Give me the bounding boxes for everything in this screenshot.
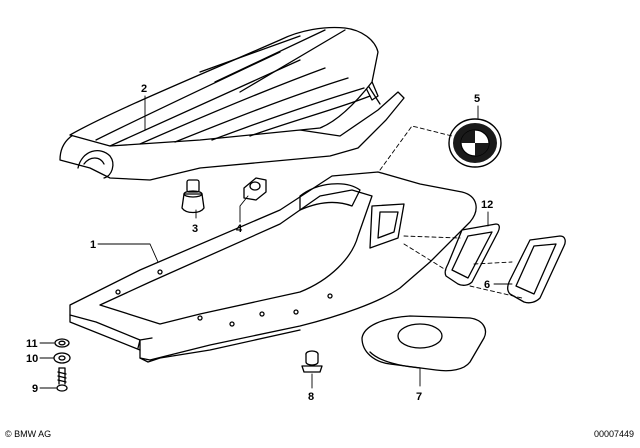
callout-10: 10 xyxy=(26,353,38,365)
cover-plate xyxy=(361,315,487,372)
seat xyxy=(59,26,405,181)
callout-9: 9 xyxy=(32,383,38,395)
callout-12: 12 xyxy=(481,199,493,211)
callout-labels: 1 2 3 4 5 6 7 8 9 10 11 12 xyxy=(26,83,493,403)
callout-4: 4 xyxy=(236,223,243,235)
callout-11: 11 xyxy=(26,338,38,350)
bmw-emblem xyxy=(448,118,502,168)
screw-9 xyxy=(56,367,68,392)
rubber-buffer xyxy=(181,179,205,214)
washer-11 xyxy=(54,338,70,348)
washer-10 xyxy=(53,352,71,364)
copyright-text: © BMW AG xyxy=(5,429,52,439)
callout-3: 3 xyxy=(192,223,198,235)
leader-lines xyxy=(39,95,513,389)
screw xyxy=(301,350,323,373)
callout-2: 2 xyxy=(141,83,147,95)
tail-frame xyxy=(69,171,477,363)
slot-trim-frame xyxy=(507,235,566,304)
rubber-mount xyxy=(243,177,267,201)
callout-7: 7 xyxy=(416,391,422,403)
callout-5: 5 xyxy=(474,93,480,105)
callout-6: 6 xyxy=(484,279,490,291)
callout-8: 8 xyxy=(308,391,314,403)
assembly-dashed-lines xyxy=(379,125,523,299)
callout-1: 1 xyxy=(90,239,96,251)
document-number: 00007449 xyxy=(593,429,634,439)
